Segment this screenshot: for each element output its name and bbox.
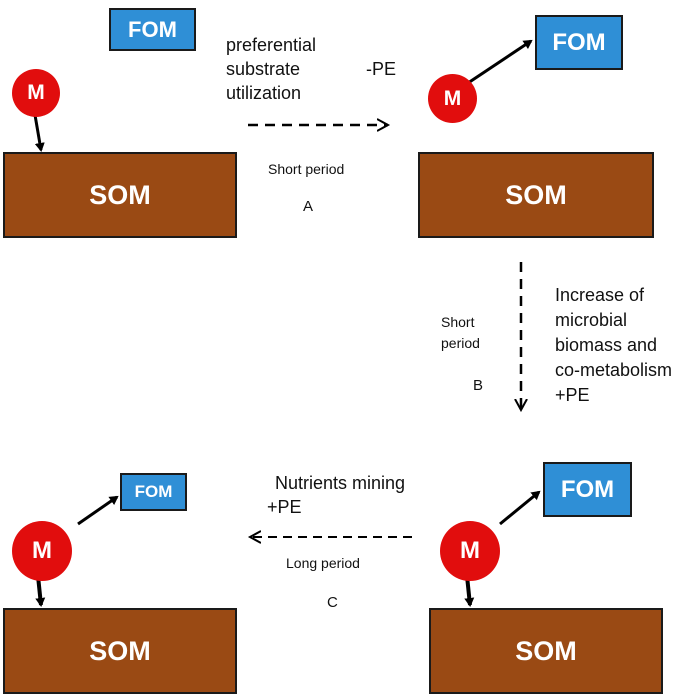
label-a-effect: -PE <box>366 59 397 79</box>
label-a-period: Short period <box>268 161 345 177</box>
label-c-line-1: Nutrients mining <box>275 473 406 493</box>
label-b-period-1: Short <box>441 314 475 330</box>
label-b-letter: B <box>473 377 484 394</box>
label-b-line-1: Increase of <box>555 285 645 305</box>
label-c-period: Long period <box>286 555 360 571</box>
microbe-circle-3: M <box>12 521 72 581</box>
label-b-line-4: co-metabolism <box>555 360 673 380</box>
label-a-line-1: preferential <box>226 35 317 55</box>
label-a-letter: A <box>303 198 314 215</box>
fom-box-4: FOM <box>543 462 632 517</box>
arrow-m-to-fom-2 <box>467 39 533 85</box>
label-b-line-3: biomass and <box>555 335 658 355</box>
microbe-circle-4: M <box>440 521 500 581</box>
som-box-3: SOM <box>3 608 237 694</box>
som-box-1: SOM <box>3 152 237 238</box>
label-a-line-3: utilization <box>226 83 302 103</box>
label-b-line-5: +PE <box>555 385 590 405</box>
fom-box-3: FOM <box>120 473 187 511</box>
label-a-line-2: substrate <box>226 59 301 79</box>
fom-box-1: FOM <box>109 8 196 51</box>
arrow-m-to-fom-3 <box>77 495 119 526</box>
fom-box-2: FOM <box>535 15 623 70</box>
som-box-2: SOM <box>418 152 654 238</box>
microbe-circle-1: M <box>12 69 60 117</box>
microbe-circle-2: M <box>428 74 477 123</box>
label-b-period-2: period <box>441 335 480 351</box>
arrow-m-to-som-1 <box>33 114 45 152</box>
arrow-m-to-fom-4 <box>499 490 541 526</box>
label-c-line-2: +PE <box>267 497 302 517</box>
label-b-line-2: microbial <box>555 310 628 330</box>
som-box-4: SOM <box>429 608 663 694</box>
label-c-letter: C <box>327 594 338 611</box>
